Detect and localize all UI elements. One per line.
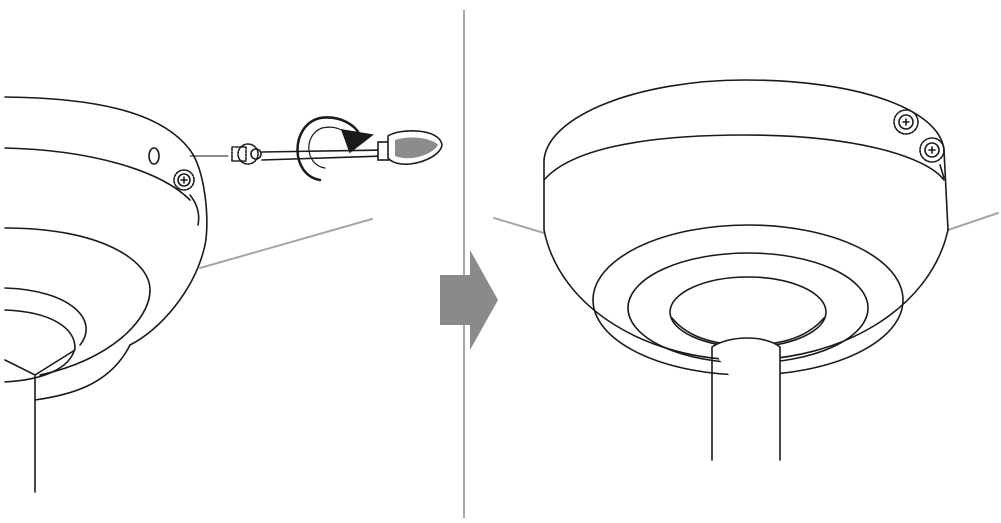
- downrod-right: [711, 337, 781, 461]
- screw-icon: [231, 143, 262, 165]
- canopy-bottom-outer: [129, 244, 206, 346]
- screwdriver-icon: [261, 130, 443, 165]
- canopy-slot-right: [939, 164, 945, 179]
- canopy-ring-3: [4, 287, 87, 346]
- canopy-side-right: [189, 149, 208, 246]
- canopy-ring-2: [4, 227, 151, 376]
- panel-before: [4, 96, 443, 493]
- canopy-top-edge: [4, 96, 191, 151]
- canopy-opening: [4, 349, 76, 376]
- canopy-ring-1: [4, 147, 191, 201]
- canopy-base-left: [34, 344, 131, 401]
- rotate-clockwise-icon: [296, 116, 374, 182]
- canopy-dome-band: [543, 134, 945, 181]
- ceiling-line-right-a: [493, 217, 545, 234]
- ceiling-line-right-b: [947, 212, 999, 231]
- screw-hole: [148, 147, 160, 165]
- panel-after: [493, 79, 999, 461]
- canopy-dome-top: [543, 79, 945, 161]
- screw-icon: [919, 137, 945, 163]
- canopy-slot: [189, 194, 200, 226]
- ceiling-line-left: [199, 218, 373, 269]
- screw-icon: [173, 169, 195, 191]
- canopy-dome-right: [943, 149, 949, 231]
- next-step-arrow-icon: [440, 250, 498, 350]
- screw-icon: [893, 109, 919, 135]
